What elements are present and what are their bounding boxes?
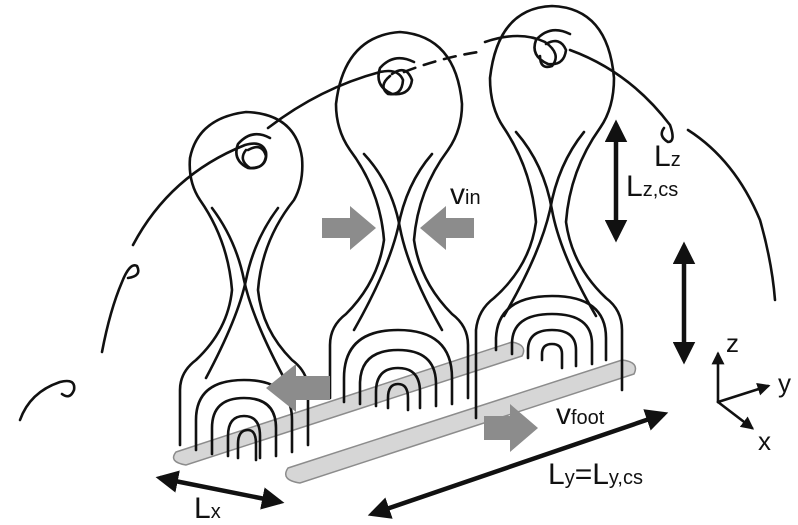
- x-axis-label: x: [758, 426, 771, 456]
- tube-right-arch-4: [540, 342, 564, 370]
- flux-tube-middle: [328, 30, 470, 412]
- lx-arrow: [155, 470, 285, 510]
- tube-left-arch-2: [210, 396, 278, 458]
- tube-right-arch-3: [526, 328, 578, 368]
- label-v-in: vin: [450, 178, 481, 211]
- label-lz-cs-main: L: [626, 170, 643, 203]
- tube-right-inner-cross-a: [502, 130, 586, 318]
- outer-arc-3: [131, 142, 268, 247]
- outer-arc-2: [100, 264, 140, 354]
- label-v-foot: vfoot: [556, 398, 605, 431]
- flux-tube-right: [474, 4, 624, 420]
- outer-arc-8: [686, 128, 777, 302]
- tube-middle-outline: [328, 30, 470, 400]
- label-ly-main: L: [548, 458, 565, 491]
- tube-left-inner-cross-b: [210, 206, 286, 380]
- tube-middle-arch-1: [342, 328, 454, 406]
- outer-arc-6: [483, 34, 557, 69]
- foot-flow-arrow-left: [266, 364, 330, 412]
- label-lz-main: L: [654, 140, 671, 173]
- tube-left-inner-cross-a: [204, 206, 280, 380]
- label-ly-sub2: y,cs: [609, 467, 643, 489]
- tube-middle-inner-cross-a: [352, 152, 434, 332]
- outer-arc-1: [18, 379, 76, 422]
- tube-right-arch-2: [510, 312, 594, 366]
- y-axis-line: [716, 382, 771, 404]
- label-lz-cs: Lz,cs: [626, 170, 678, 203]
- ly-arrow: [367, 409, 669, 519]
- measure-arrows: [155, 119, 696, 519]
- inflow-arrow-left: [322, 206, 376, 250]
- label-lz-sub: z: [671, 149, 681, 171]
- label-v-in-main: v: [450, 178, 465, 211]
- coordinate-axes: z y x: [711, 328, 791, 456]
- outer-arc-7: [568, 48, 674, 144]
- y-axis-label: y: [778, 368, 791, 398]
- labels: vin Lz Lz,cs vfoot Lx Ly=Ly,cs: [194, 140, 681, 525]
- tube-left-arch-3: [226, 414, 262, 460]
- x-axis-line: [716, 400, 755, 430]
- label-lz-cs-sub: z,cs: [643, 179, 679, 201]
- label-ly: Ly=Ly,cs: [548, 458, 643, 491]
- tube-middle-arch-2: [358, 348, 438, 408]
- flux-tube-left: [178, 110, 310, 462]
- tube-middle-arch-3: [374, 366, 422, 410]
- tube-right-outline: [474, 4, 624, 420]
- outer-arc-5: [402, 50, 480, 74]
- inflow-arrow-right: [420, 206, 474, 250]
- footpoint-strip-back: [172, 341, 525, 466]
- label-lx-sub: x: [211, 501, 221, 523]
- label-ly-eq: =L: [575, 458, 609, 491]
- label-lx: Lx: [194, 492, 221, 525]
- label-v-foot-main: v: [556, 398, 571, 431]
- tube-middle-inner-cross-b: [362, 152, 444, 332]
- tube-left-outline: [178, 110, 310, 447]
- tube-middle-spiral: [377, 56, 416, 96]
- tube-left-arch-4: [236, 428, 258, 462]
- label-lx-main: L: [194, 492, 211, 525]
- tube-right-spiral: [533, 28, 572, 66]
- tube-middle-arch-4: [386, 382, 410, 412]
- flux-tubes: [178, 4, 624, 462]
- tube-left-spiral: [235, 132, 272, 170]
- z-axis-label: z: [726, 328, 739, 358]
- label-ly-sub1: y: [565, 467, 575, 489]
- label-v-in-sub: in: [465, 187, 481, 209]
- label-lz: Lz: [654, 140, 681, 173]
- tube-right-inner-cross-b: [514, 130, 598, 318]
- label-v-foot-sub: foot: [571, 407, 605, 429]
- tube-right-arch-1: [494, 294, 608, 362]
